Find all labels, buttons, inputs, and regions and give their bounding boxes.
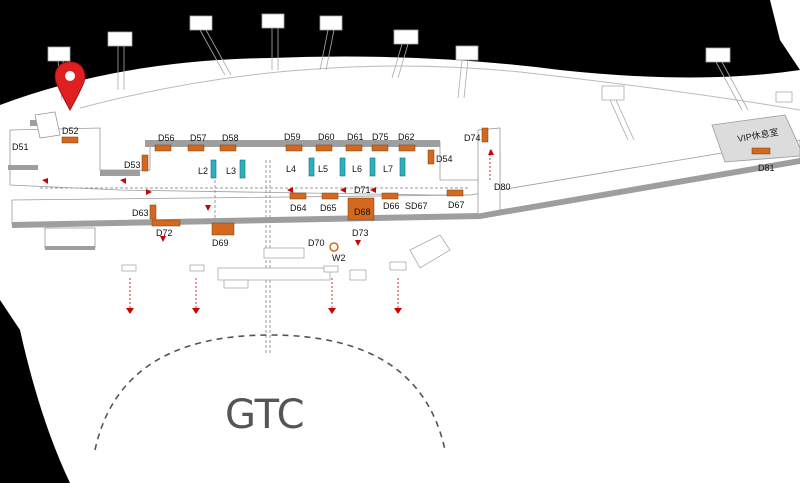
label-d67: D67 (448, 200, 465, 210)
ground-structures (121, 234, 451, 289)
gate-block-d53 (141, 154, 149, 172)
label-d64: D64 (290, 203, 307, 213)
label-d61: D61 (347, 132, 364, 142)
label-l3: L3 (226, 166, 236, 176)
label-d60: D60 (318, 132, 335, 142)
label-d63: D63 (132, 208, 149, 218)
gate-block-d58 (219, 144, 237, 152)
gate-blocks (61, 127, 771, 252)
label-l5: L5 (318, 164, 328, 174)
gate-block-d69 (211, 222, 235, 236)
gate-block-d59 (285, 144, 303, 152)
label-l4: L4 (286, 164, 296, 174)
gate-block-d67 (446, 189, 464, 197)
label-d75: D75 (372, 132, 389, 142)
gate-block-d75 (371, 144, 389, 152)
label-d58: D58 (222, 133, 239, 143)
gate-block-d61 (345, 144, 363, 152)
gate-block-d56 (154, 144, 172, 152)
gate-block-d62 (398, 144, 416, 152)
apron-boundary-line (79, 65, 800, 111)
label-d72: D72 (156, 228, 173, 238)
gtc-label: GTC (225, 392, 305, 438)
gate-block-d63 (149, 204, 157, 220)
gate-block-d64 (289, 192, 307, 200)
gate-block-d52 (61, 136, 79, 144)
gate-block-d81 (751, 147, 771, 155)
jet-bridges (47, 13, 793, 141)
label-l2: L2 (198, 166, 208, 176)
gate-block-d66 (381, 192, 399, 200)
w2-marker (329, 242, 339, 252)
label-d52: D52 (62, 126, 79, 136)
label-d62: D62 (398, 132, 415, 142)
label-d54: D54 (436, 154, 453, 164)
label-d70: D70 (308, 238, 325, 248)
label-d53: D53 (124, 160, 141, 170)
label-d51: D51 (12, 142, 29, 152)
gate-block-d54 (427, 149, 435, 165)
gate-labels: D51 D52 D53 D54 D56 D57 D58 D59 D60 D61 … (12, 126, 775, 263)
gate-block-d74 (481, 127, 489, 143)
gate-block-d68 (347, 197, 375, 221)
label-d65: D65 (320, 203, 337, 213)
gate-block-d65 (321, 192, 339, 200)
lounge-bars (210, 157, 406, 179)
label-w2: W2 (332, 253, 346, 263)
gate-block-d72 (151, 219, 181, 227)
label-d66: D66 (383, 201, 400, 211)
label-d56: D56 (158, 133, 175, 143)
label-sd67: SD67 (405, 201, 428, 211)
label-d80: D80 (494, 182, 511, 192)
vip-lounge-block (711, 114, 800, 163)
label-l6: L6 (352, 164, 362, 174)
direction-arrows (42, 149, 494, 314)
label-l7: L7 (383, 164, 393, 174)
label-d69: D69 (212, 238, 229, 248)
label-d81: D81 (758, 163, 775, 173)
outer-white-area (770, 0, 800, 70)
label-d74: D74 (464, 133, 481, 143)
label-d68: D68 (354, 207, 371, 217)
gtc-boundary (94, 334, 446, 451)
label-d73: D73 (352, 228, 369, 238)
gate-block-d60 (315, 144, 333, 152)
label-d59: D59 (284, 132, 301, 142)
label-d71: D71 (354, 185, 371, 195)
location-pin-icon[interactable] (54, 61, 86, 112)
gate-block-d57 (187, 144, 205, 152)
label-d57: D57 (190, 133, 207, 143)
